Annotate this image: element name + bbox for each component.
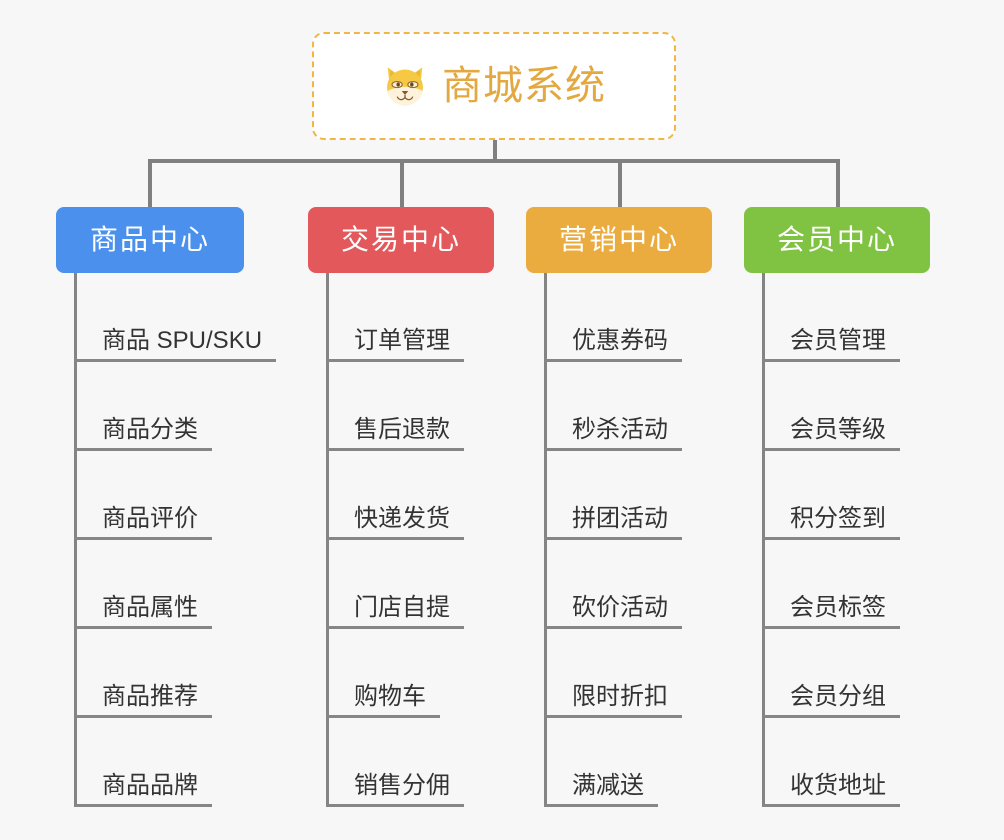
leaf-label: 商品推荐 xyxy=(102,682,198,710)
leaf-label: 会员标签 xyxy=(790,593,886,621)
connector-drop-2 xyxy=(400,159,404,209)
list-item[interactable]: 限时折扣 xyxy=(544,629,682,718)
leaf-label: 会员管理 xyxy=(790,326,886,354)
list-item[interactable]: 门店自提 xyxy=(326,540,464,629)
branch-stem xyxy=(544,273,547,807)
connector-drop-4 xyxy=(836,159,840,209)
list-item[interactable]: 会员分组 xyxy=(762,629,900,718)
connector-root-vertical xyxy=(493,140,497,162)
list-item[interactable]: 商品推荐 xyxy=(74,629,212,718)
category-label: 会员中心 xyxy=(776,224,897,255)
connector-horizontal-bus xyxy=(148,159,840,163)
list-item[interactable]: 满减送 xyxy=(544,718,658,807)
leaf-label: 商品 SPU/SKU xyxy=(102,326,263,354)
list-item[interactable]: 收货地址 xyxy=(762,718,900,807)
branch-stem xyxy=(762,273,765,807)
leaf-label: 砍价活动 xyxy=(572,593,668,621)
category-box-product-center[interactable]: 商品中心 xyxy=(56,207,244,273)
list-item[interactable]: 销售分佣 xyxy=(326,718,464,807)
category-box-member-center[interactable]: 会员中心 xyxy=(744,207,930,273)
list-item[interactable]: 会员标签 xyxy=(762,540,900,629)
leaf-label: 商品品牌 xyxy=(102,771,198,799)
leaf-label: 会员分组 xyxy=(790,682,886,710)
connector-drop-3 xyxy=(618,159,622,209)
leaf-label: 满减送 xyxy=(572,771,644,799)
list-item[interactable]: 商品 SPU/SKU xyxy=(74,273,277,362)
category-label: 营销中心 xyxy=(558,224,679,255)
list-item[interactable]: 商品品牌 xyxy=(74,718,212,807)
list-item[interactable]: 会员等级 xyxy=(762,362,900,451)
leaf-label: 拼团活动 xyxy=(572,504,668,532)
list-item[interactable]: 商品属性 xyxy=(74,540,212,629)
list-item[interactable]: 商品分类 xyxy=(74,362,212,451)
category-box-marketing-center[interactable]: 营销中心 xyxy=(526,207,712,273)
root-title: 商城系统 xyxy=(442,64,606,108)
leaf-label: 会员等级 xyxy=(790,415,886,443)
category-box-trade-center[interactable]: 交易中心 xyxy=(308,207,494,273)
leaf-label: 订单管理 xyxy=(354,326,450,354)
leaf-label: 限时折扣 xyxy=(572,682,668,710)
leaf-label: 优惠券码 xyxy=(572,326,668,354)
connector-drop-1 xyxy=(148,159,152,209)
list-item[interactable]: 售后退款 xyxy=(326,362,464,451)
list-item[interactable]: 会员管理 xyxy=(762,273,900,362)
category-label: 商品中心 xyxy=(89,224,210,255)
leaf-label: 积分签到 xyxy=(790,504,886,532)
list-item[interactable]: 砍价活动 xyxy=(544,540,682,629)
shiba-dog-icon xyxy=(387,67,423,106)
leaf-label: 快递发货 xyxy=(354,504,450,532)
leaf-label: 销售分佣 xyxy=(354,771,450,799)
leaf-label: 商品评价 xyxy=(102,504,198,532)
leaf-label: 购物车 xyxy=(354,682,426,710)
list-item[interactable]: 订单管理 xyxy=(326,273,464,362)
list-item[interactable]: 优惠券码 xyxy=(544,273,682,362)
leaf-label: 售后退款 xyxy=(354,415,450,443)
list-item[interactable]: 拼团活动 xyxy=(544,451,682,540)
leaf-label: 商品属性 xyxy=(102,593,198,621)
category-label: 交易中心 xyxy=(340,224,461,255)
leaf-label: 秒杀活动 xyxy=(572,415,668,443)
branch-stem xyxy=(74,273,77,807)
branch-stem xyxy=(326,273,329,807)
list-item[interactable]: 商品评价 xyxy=(74,451,212,540)
leaf-label: 收货地址 xyxy=(790,771,886,799)
root-node[interactable]: 商城系统 xyxy=(312,32,676,140)
list-item[interactable]: 积分签到 xyxy=(762,451,900,540)
list-item[interactable]: 秒杀活动 xyxy=(544,362,682,451)
leaf-label: 商品分类 xyxy=(102,415,198,443)
leaf-label: 门店自提 xyxy=(354,593,450,621)
list-item[interactable]: 快递发货 xyxy=(326,451,464,540)
list-item[interactable]: 购物车 xyxy=(326,629,440,718)
